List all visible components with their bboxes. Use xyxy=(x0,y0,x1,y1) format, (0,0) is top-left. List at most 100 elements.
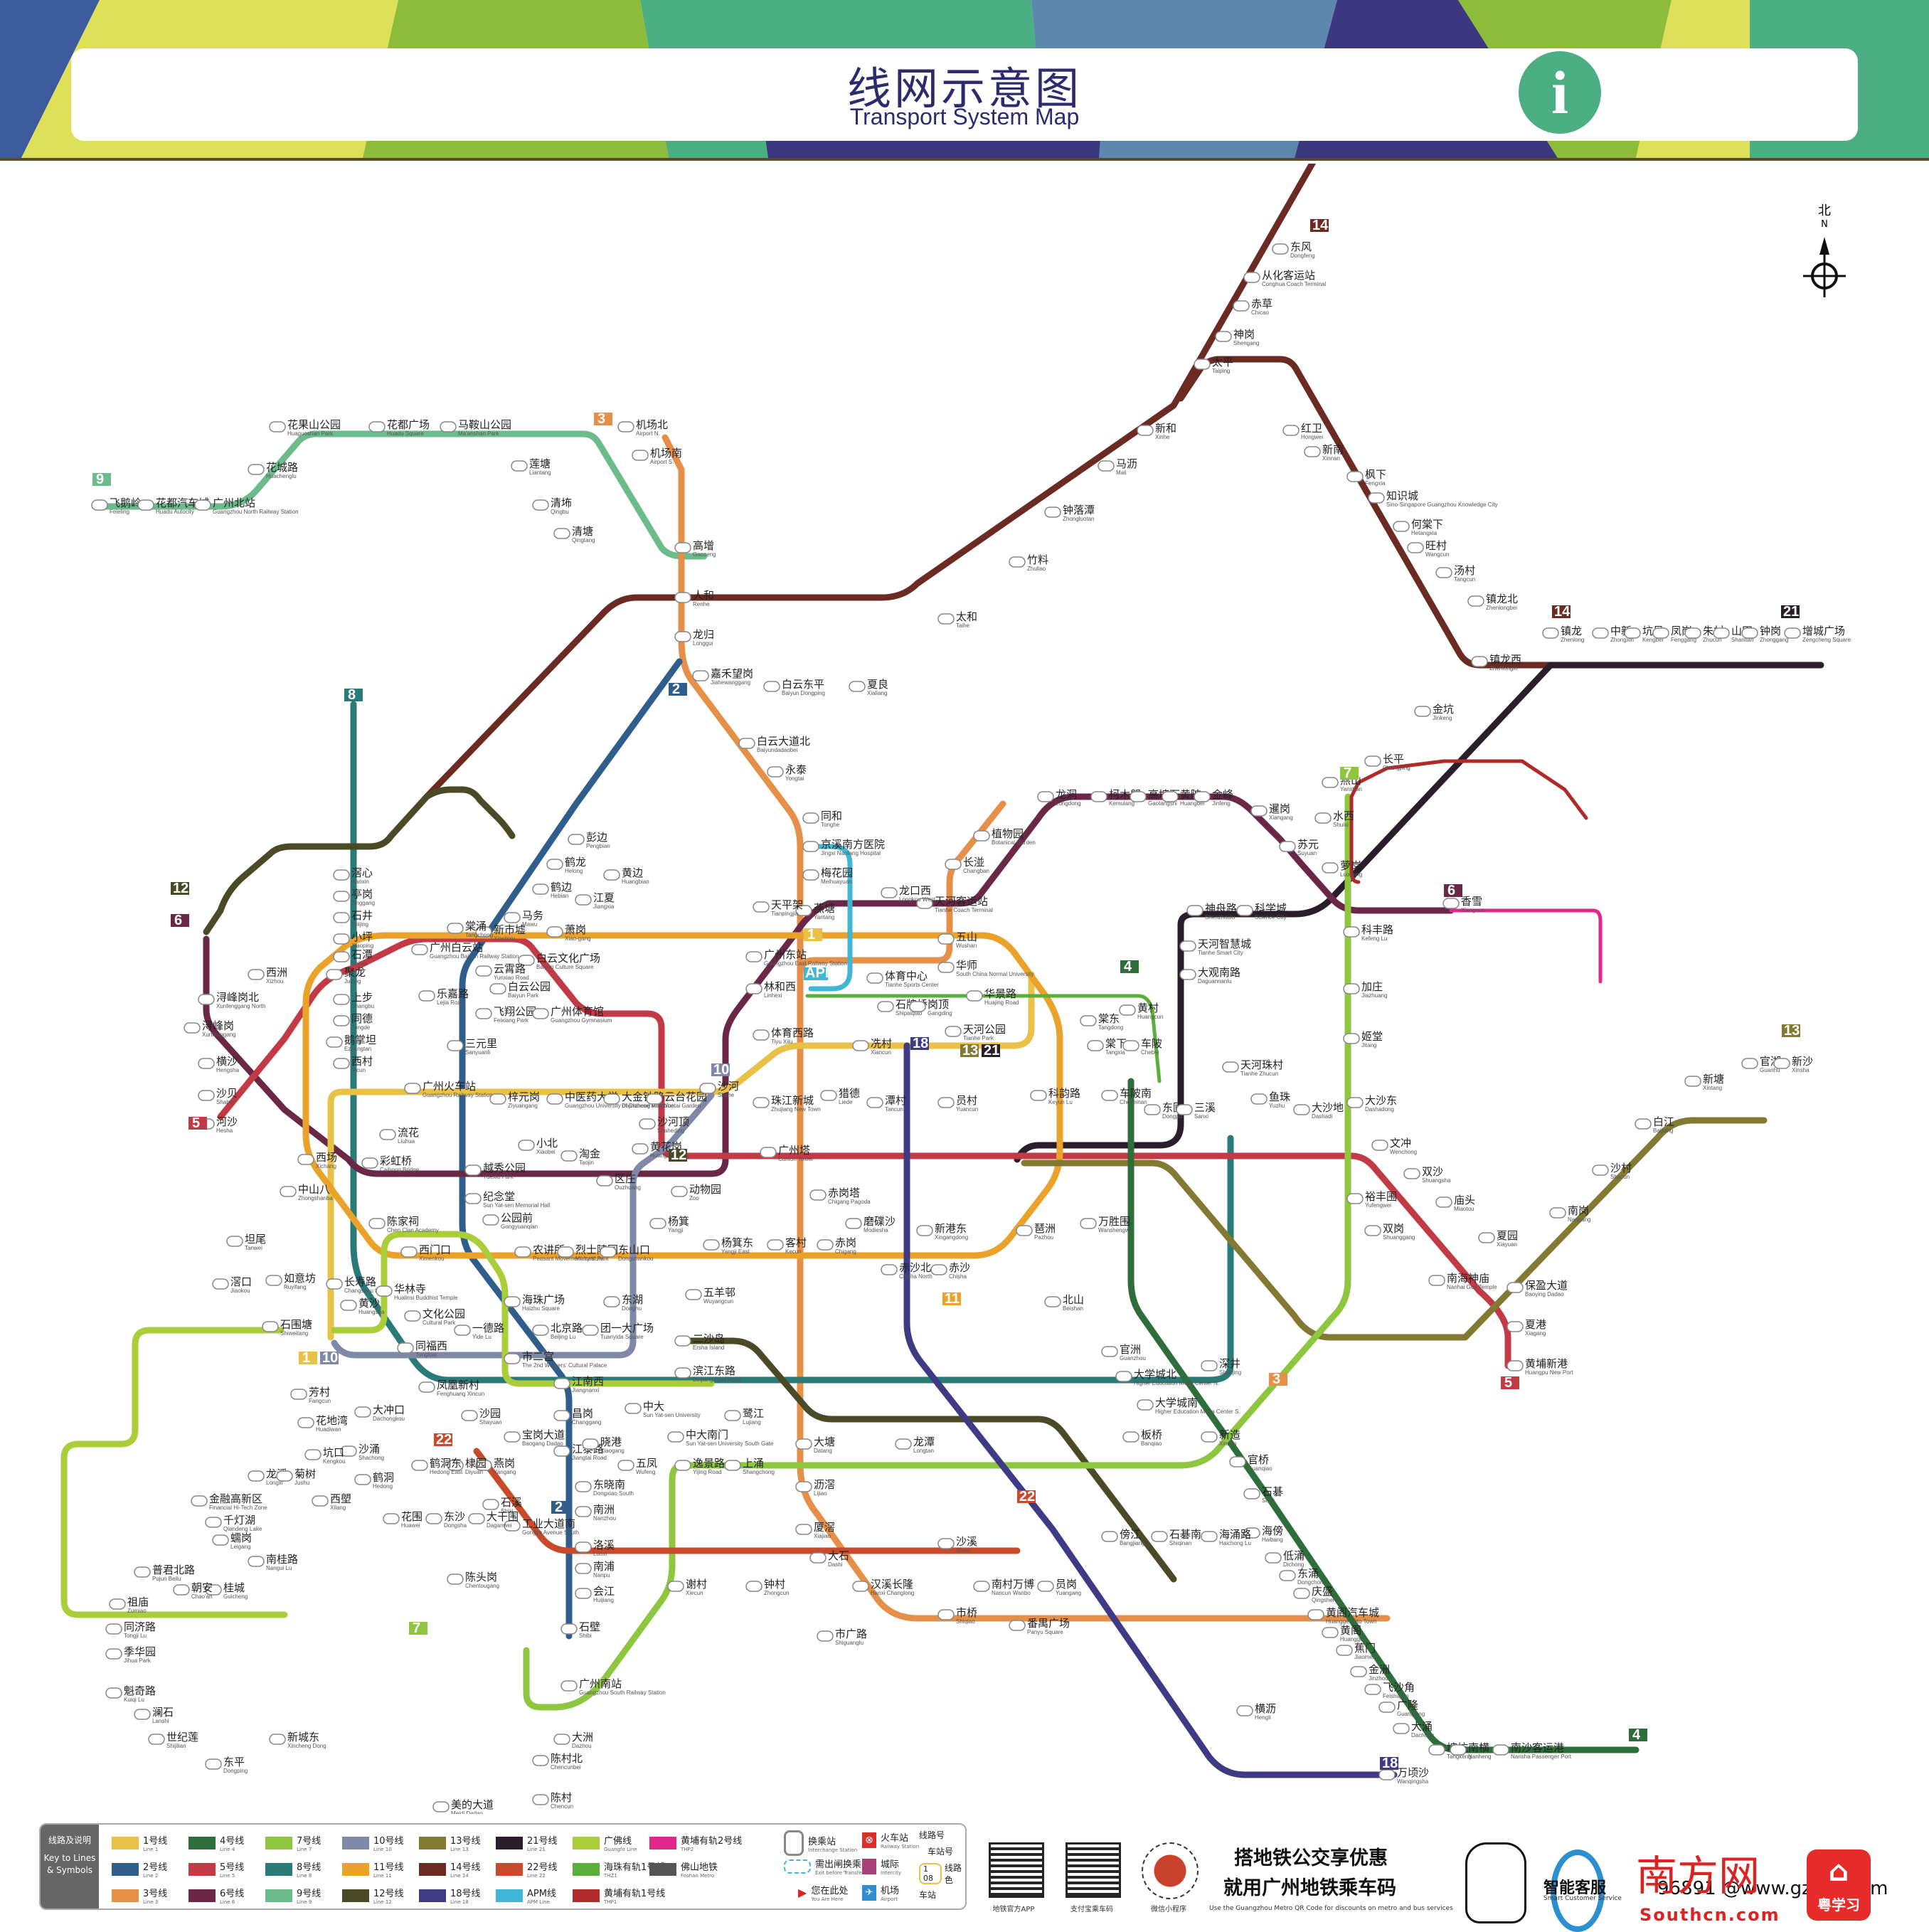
station-marker[interactable] xyxy=(866,972,883,984)
station-marker[interactable] xyxy=(383,1513,400,1524)
station-marker[interactable] xyxy=(692,670,709,681)
station-marker[interactable] xyxy=(646,1093,663,1105)
station-marker[interactable] xyxy=(1101,1346,1118,1357)
station-marker[interactable] xyxy=(649,1218,666,1229)
station-marker[interactable] xyxy=(795,1481,812,1492)
station-marker[interactable] xyxy=(1151,1531,1168,1542)
station-marker[interactable] xyxy=(575,1541,592,1553)
station-marker[interactable] xyxy=(553,1410,570,1421)
station-marker[interactable] xyxy=(1378,1769,1396,1780)
station-marker[interactable] xyxy=(1450,1744,1467,1756)
station-marker[interactable] xyxy=(248,464,265,475)
station-marker[interactable] xyxy=(134,1566,151,1578)
station-marker[interactable] xyxy=(881,1264,898,1275)
station-marker[interactable] xyxy=(518,1140,535,1151)
station-marker[interactable] xyxy=(1442,898,1460,909)
station-marker[interactable] xyxy=(489,1093,506,1105)
station-marker[interactable] xyxy=(333,869,350,881)
station-marker[interactable] xyxy=(560,1150,578,1162)
station-marker[interactable] xyxy=(134,1709,151,1720)
station-marker[interactable] xyxy=(368,421,386,432)
station-marker[interactable] xyxy=(461,1410,478,1421)
station-marker[interactable] xyxy=(1322,862,1339,874)
station-marker[interactable] xyxy=(1343,1033,1360,1044)
station-marker[interactable] xyxy=(191,1495,208,1507)
station-marker[interactable] xyxy=(1243,1488,1260,1500)
station-marker[interactable] xyxy=(603,1296,620,1307)
station-marker[interactable] xyxy=(1282,425,1300,436)
station-marker[interactable] xyxy=(1215,331,1232,342)
station-marker[interactable] xyxy=(1624,627,1641,639)
station-marker[interactable] xyxy=(568,834,585,845)
station-marker[interactable] xyxy=(1414,706,1431,717)
station-marker[interactable] xyxy=(1016,1225,1033,1236)
station-marker[interactable] xyxy=(724,1410,741,1421)
station-marker[interactable] xyxy=(973,1581,990,1592)
station-marker[interactable] xyxy=(205,1517,222,1528)
station-marker[interactable] xyxy=(1236,1705,1253,1716)
station-marker[interactable] xyxy=(440,421,457,432)
station-marker[interactable] xyxy=(820,1090,837,1101)
station-marker[interactable] xyxy=(1194,791,1211,802)
station-marker[interactable] xyxy=(1130,791,1147,802)
station-marker[interactable] xyxy=(1407,542,1424,553)
station-marker[interactable] xyxy=(1393,1723,1410,1734)
station-marker[interactable] xyxy=(937,962,955,973)
station-marker[interactable] xyxy=(1506,1282,1524,1293)
station-marker[interactable] xyxy=(667,1581,684,1592)
station-marker[interactable] xyxy=(753,901,770,913)
customer-service-mascot[interactable] xyxy=(1465,1842,1526,1923)
station-marker[interactable] xyxy=(137,499,154,511)
station-marker[interactable] xyxy=(464,1193,482,1204)
station-marker[interactable] xyxy=(489,983,506,994)
station-marker[interactable] xyxy=(575,1563,592,1574)
station-marker[interactable] xyxy=(1652,627,1669,639)
station-marker[interactable] xyxy=(447,1040,464,1051)
station-marker[interactable] xyxy=(866,1097,883,1108)
